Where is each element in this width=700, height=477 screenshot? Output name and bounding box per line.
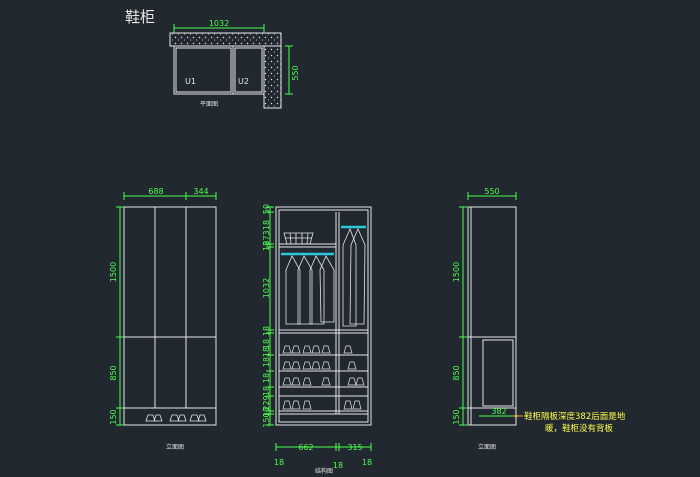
side-outline [467,206,517,426]
structure-dim-left-11: 229 [262,395,271,410]
structure-dim-left-10: 18 [262,386,271,396]
structure-dim-left-8: 18 [262,357,271,367]
structure-dim-left-5: 18 [262,326,271,336]
structure-dim-bottom-left: 662 [298,443,313,452]
structure-dim-edge-left: 18 [274,458,284,467]
front-dim-w1: 688 [148,187,163,196]
side-elevation [459,192,523,426]
side-dim-h-lower: 850 [452,365,461,380]
plan-view [169,24,293,109]
side-dim-width: 550 [484,187,499,196]
clothes-right [342,227,366,327]
structure-dim-left-4: 1032 [262,278,271,298]
side-note-line-1: 鞋柜隔板深度382后面是地 [524,411,626,422]
structure-view [266,206,372,451]
structure-inner [278,209,369,423]
front-outline [123,206,217,426]
plan-wall-right [263,45,282,109]
side-dim-shelf-depth: 382 [491,407,506,416]
structure-dim-left-1: 18 [262,220,271,230]
side-note-line-2: 暖，鞋柜没有背板 [545,423,614,434]
structure-dim-bottom-right: 315 [347,443,362,452]
side-dim-h-base: 150 [452,409,461,424]
drawing-title: 鞋柜 [125,8,156,26]
front-label: 立面图 [166,443,184,451]
structure-dim-left-13: 150 [262,412,271,427]
plan-cabinet-outline [173,45,265,95]
plan-inner-u1 [175,47,232,93]
plan-wall-top [169,32,282,47]
structure-dim-edge-right: 18 [362,458,372,467]
plan-dim-width: 1032 [209,19,229,28]
clothes-left [285,255,335,325]
side-dim-h-upper: 1500 [452,262,461,282]
side-lower-recess [482,339,514,407]
front-dim-w2: 344 [193,187,208,196]
front-dim-h-lower: 850 [109,365,118,380]
structure-dim-edge-mid: 18 [333,461,343,470]
structure-dim-left-2: 373 [262,230,271,245]
side-label: 立面图 [478,443,496,451]
structure-label: 结构图 [315,467,333,475]
structure-dim-left-3: 18 [262,241,271,251]
structure-dim-left-7: 18 [262,347,271,357]
structure-dim-left-6: 18 [262,339,271,349]
plan-label: 平面图 [200,101,218,108]
structure-dim-left-12: 18 [262,407,271,417]
plan-inner-u2 [234,47,263,93]
front-dim-h-base: 150 [109,409,118,424]
plan-unit-u2: U2 [238,77,249,86]
structure-shoes [282,345,365,410]
front-shoes [145,414,207,422]
front-dim-h-upper: 1500 [109,262,118,282]
plan-dim-depth: 550 [291,65,300,80]
structure-dim-left-9: 18 [262,373,271,383]
structure-outline [275,206,372,426]
structure-dim-left-0: 50 [262,204,271,214]
front-elevation [116,192,217,426]
plan-unit-u1: U1 [185,77,196,86]
basket [283,232,314,245]
